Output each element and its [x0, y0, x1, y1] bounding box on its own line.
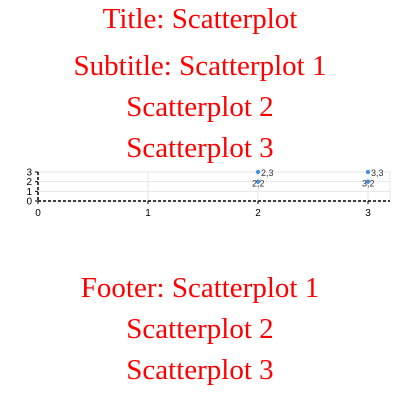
y-tick-label: 0	[26, 197, 32, 208]
y-tick-label: 1	[26, 187, 32, 198]
y-tick-label: 2	[26, 177, 32, 188]
point-label: 2,3	[261, 168, 274, 178]
chart-footer-line-3: Scatterplot 3	[126, 354, 274, 386]
chart-footer-line-1: Footer: Scatterplot 1	[80, 272, 320, 304]
data-points: 2,22,3 3,23,3	[252, 168, 384, 189]
grid	[37, 171, 391, 202]
x-tick-label: 3	[365, 208, 371, 219]
plot-area	[37, 171, 391, 202]
point-label: 2,2	[252, 179, 265, 189]
chart-subtitle-line-3: Scatterplot 3	[126, 132, 274, 164]
y-tick-label: 3	[26, 168, 32, 179]
scatter-point	[255, 179, 261, 184]
chart-subtitle-line-2: Scatterplot 2	[126, 91, 274, 123]
x-tick-label: 1	[145, 208, 151, 219]
point-label: 3,3	[371, 168, 384, 178]
point-label: 3,2	[362, 179, 375, 189]
chart-title: Title: Scatterplot	[102, 3, 298, 35]
scatter-point	[365, 169, 371, 175]
scatter-point	[255, 169, 261, 175]
scatter-point	[365, 179, 371, 184]
x-tick-label: 0	[35, 208, 41, 219]
chart-footer-line-2: Scatterplot 2	[126, 313, 274, 345]
chart-subtitle-line-1: Subtitle: Scatterplot 1	[73, 50, 327, 82]
x-tick-label: 2	[255, 208, 261, 219]
